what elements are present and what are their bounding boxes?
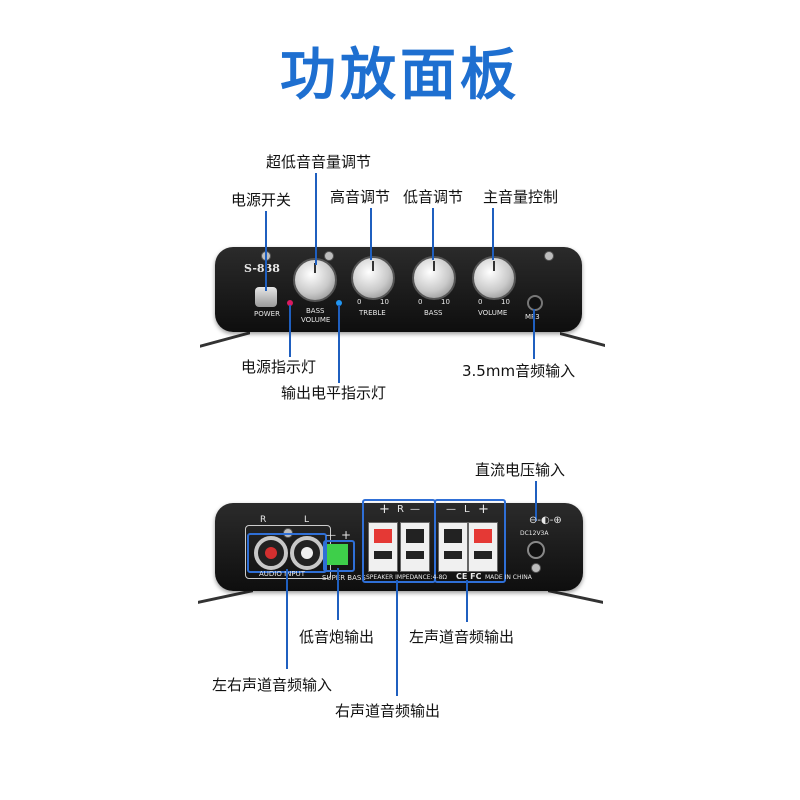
callout-power-indicator: 电源指示灯 (241, 358, 317, 376)
spk-r-minus: — (410, 504, 420, 515)
volume-scale-min: 0 (478, 298, 483, 306)
callout-sub-output: 低音炮输出 (299, 628, 375, 646)
callout-line (492, 208, 494, 260)
front-foot-left (200, 331, 250, 348)
speaker-terminal-l-minus[interactable] (438, 522, 468, 572)
callout-treble-adjust: 高音调节 (330, 188, 391, 206)
volume-label: VOLUME (478, 309, 508, 317)
made-in-label: MADE IN CHINA (485, 574, 532, 581)
sub-minus: — (326, 530, 336, 541)
rca-l-label: L (304, 515, 310, 525)
bass-volume-label-1: BASS (306, 307, 325, 315)
callout-aux-input: 3.5mm音频输入 (462, 362, 576, 380)
callout-line (533, 309, 535, 359)
audio-input-label: AUDIO INPUT (259, 570, 306, 578)
power-led (287, 300, 293, 306)
spk-r-label: R (397, 504, 404, 515)
spk-r-plus: + (379, 502, 390, 517)
aux-input-jack[interactable] (527, 295, 543, 311)
treble-knob[interactable] (351, 256, 395, 300)
callout-power-switch: 电源开关 (231, 191, 292, 209)
callout-master-volume: 主音量控制 (483, 188, 559, 206)
callout-line (286, 569, 288, 669)
callout-line (265, 211, 267, 291)
mp3-label: MP3 (525, 313, 540, 321)
speaker-impedance-label: SPEAKER IMPEDANCE:4-8Ω (366, 574, 447, 581)
sub-output-terminal[interactable] (327, 544, 348, 565)
callout-line (535, 481, 537, 521)
rca-r-label: R (260, 515, 267, 525)
callout-right-output: 右声道音频输出 (335, 702, 441, 720)
callout-line (370, 208, 372, 260)
cert-label: CE FC (456, 572, 482, 581)
treble-scale-max: 10 (380, 298, 389, 306)
screw-icon (531, 563, 541, 573)
model-label: S-838 (244, 262, 280, 275)
treble-label: TREBLE (359, 309, 386, 317)
callout-line (338, 305, 340, 383)
front-foot-right (560, 331, 605, 348)
power-label: POWER (254, 310, 280, 318)
speaker-terminal-r-plus[interactable] (368, 522, 398, 572)
callout-line (315, 173, 317, 265)
bass-volume-label-2: VOLUME (301, 316, 331, 324)
bass-knob[interactable] (412, 256, 456, 300)
output-level-led (336, 300, 342, 306)
super-bass-label: SUPER BASS (322, 574, 366, 582)
callout-line (289, 305, 291, 357)
volume-knob[interactable] (472, 256, 516, 300)
highlight-sub-output (323, 540, 355, 572)
spk-l-minus: — (446, 504, 456, 515)
spk-l-plus: + (478, 502, 489, 517)
callout-subwoofer-volume: 超低音音量调节 (266, 153, 372, 171)
bass-label: BASS (424, 309, 443, 317)
screw-icon (324, 251, 334, 261)
power-button[interactable] (255, 287, 277, 307)
callout-line (337, 568, 339, 620)
callout-output-level-indicator: 输出电平指示灯 (281, 384, 387, 402)
speaker-terminal-r-minus[interactable] (400, 522, 430, 572)
bass-scale-min: 0 (418, 298, 423, 306)
callout-line (432, 208, 434, 260)
callout-lr-input: 左右声道音频输入 (212, 676, 333, 694)
volume-scale-max: 10 (501, 298, 510, 306)
callout-left-output: 左声道音频输出 (409, 628, 515, 646)
rca-jack-right[interactable] (254, 536, 288, 570)
callout-dc-input: 直流电压输入 (475, 461, 566, 479)
rca-jack-left[interactable] (290, 536, 324, 570)
spk-l-label: L (464, 504, 470, 515)
dc-power-jack[interactable] (527, 541, 545, 559)
sub-plus: + (341, 528, 352, 542)
dc-label: DC12V3A (520, 530, 549, 537)
callout-line (396, 580, 398, 696)
dc-polarity-icon: ⊖-◐-⊕ (529, 515, 562, 526)
highlight-left-output (434, 499, 506, 583)
rear-foot-left (198, 589, 253, 604)
callout-line (466, 580, 468, 622)
treble-scale-min: 0 (357, 298, 362, 306)
page-title: 功放面板 (280, 43, 520, 108)
bass-scale-max: 10 (441, 298, 450, 306)
rear-foot-right (548, 589, 603, 604)
callout-bass-adjust: 低音调节 (403, 188, 464, 206)
speaker-terminal-l-plus[interactable] (468, 522, 498, 572)
screw-icon (544, 251, 554, 261)
